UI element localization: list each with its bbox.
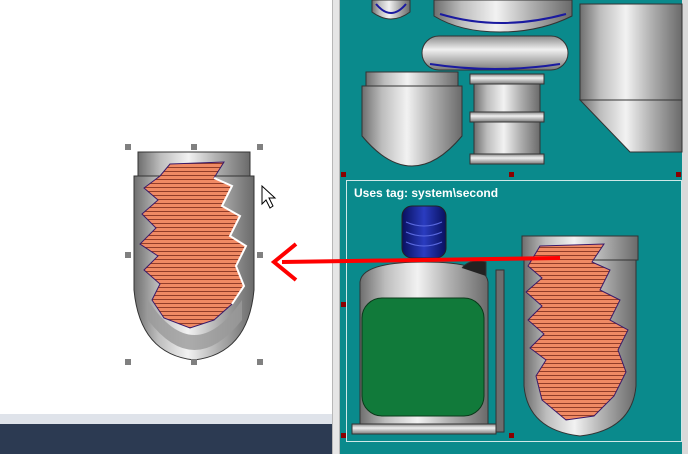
selection-handle[interactable] [191, 359, 197, 365]
library-vessel-dome[interactable] [361, 71, 463, 167]
library-hopper[interactable] [578, 3, 683, 153]
selected-striped-vessel[interactable] [133, 151, 255, 361]
selection-handle[interactable] [257, 252, 263, 258]
library-horizontal-tank-top[interactable] [433, 0, 573, 33]
selected-library-group[interactable] [346, 180, 682, 442]
cursor-arrow-icon [261, 184, 277, 209]
library-anchor-marker [341, 172, 346, 177]
library-anchor-marker [341, 302, 346, 307]
library-pipe-cylinder[interactable] [469, 73, 545, 165]
library-anchor-marker [509, 172, 514, 177]
drag-arrow-icon [270, 242, 561, 282]
library-scrollbar[interactable] [682, 0, 688, 454]
selection-handle[interactable] [257, 359, 263, 365]
library-green-tank[interactable] [351, 260, 505, 435]
library-striped-vessel[interactable] [521, 235, 639, 437]
status-bar [0, 424, 332, 454]
selection-handle[interactable] [191, 144, 197, 150]
library-horizontal-capsule[interactable] [421, 35, 569, 71]
selection-handle[interactable] [257, 144, 263, 150]
selection-handle[interactable] [125, 252, 131, 258]
library-blue-tank[interactable] [401, 205, 447, 259]
selection-handle[interactable] [125, 359, 131, 365]
library-tank-top-left[interactable] [371, 0, 411, 20]
tag-caption: Uses tag: system\second [354, 186, 499, 200]
pane-divider[interactable] [332, 0, 340, 454]
library-anchor-marker [509, 433, 514, 438]
canvas-scrollbar[interactable] [0, 414, 332, 424]
library-anchor-marker [341, 433, 346, 438]
selection-handle[interactable] [125, 144, 131, 150]
library-anchor-marker [676, 172, 681, 177]
